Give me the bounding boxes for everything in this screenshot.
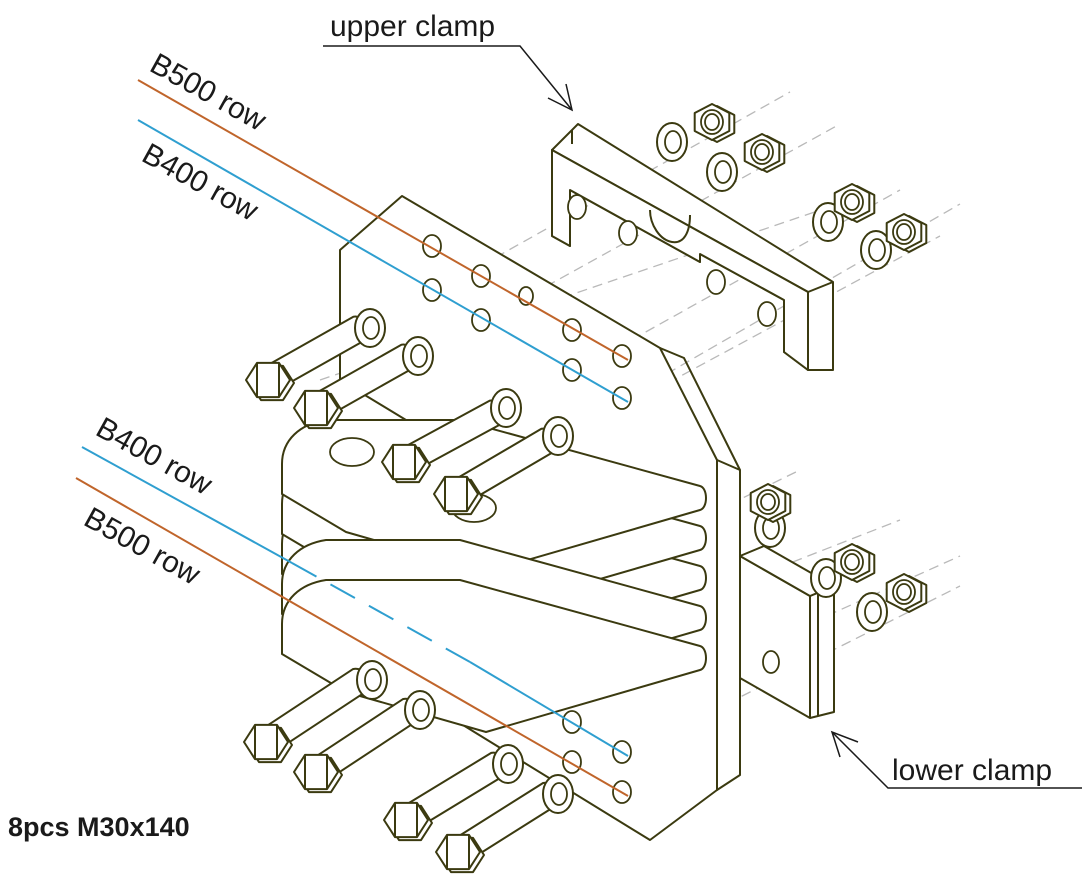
washer-icon — [706, 152, 738, 192]
hex-nut-icon — [833, 183, 876, 223]
hex-bolt-icon — [381, 399, 506, 484]
lower-clamp — [739, 545, 835, 719]
washer-icon — [656, 122, 688, 162]
washer-icon — [856, 592, 888, 632]
lamination-plates — [281, 419, 707, 733]
washer-icon — [354, 308, 386, 348]
hex-nut-icon — [743, 133, 786, 173]
lower-clamp-hole — [762, 650, 780, 674]
hex-nut-icon — [885, 213, 928, 253]
washer-icon — [492, 744, 524, 784]
b400-row-label-bottom: B400 row — [91, 411, 218, 501]
washer-icon — [356, 660, 388, 700]
washer-icon — [810, 558, 842, 598]
hex-bolt-icon — [245, 315, 370, 402]
washer-icon — [812, 202, 844, 242]
fastener-hardware — [243, 103, 928, 874]
hex-nut-icon — [749, 483, 792, 523]
upper-clamp-leader — [323, 45, 573, 111]
upper-clamp-hole — [706, 269, 726, 295]
upper-clamp-arrowhead — [547, 83, 574, 112]
lower-clamp-leader — [831, 731, 1082, 789]
hex-nut-icon — [885, 573, 928, 613]
washer-icon — [542, 416, 574, 456]
hex-nut-icon — [833, 543, 876, 583]
bolt-axis — [319, 199, 851, 381]
b500-row-label-top: B500 row — [145, 47, 272, 137]
b400-row-line-bottom-end — [469, 661, 629, 757]
upper-clamp-label: upper clamp — [330, 10, 495, 43]
leader-arrows — [323, 45, 1082, 789]
b400-row-line-bottom-dashed — [291, 562, 471, 663]
b500-row-line-top — [137, 79, 629, 361]
plate-hole — [562, 750, 582, 774]
lamination-hole — [329, 437, 375, 467]
b400-row-line-bottom — [81, 446, 293, 564]
hex-bolt-icon — [435, 781, 560, 874]
lower-clamp-arrowhead — [830, 730, 859, 758]
bolt-spec-label: 8pcs M30x140 — [8, 812, 190, 842]
upper-clamp-hole — [618, 220, 638, 246]
washer-icon — [542, 774, 574, 814]
upper-clamp — [551, 123, 834, 371]
plate-hole — [422, 234, 442, 258]
washer-icon — [860, 230, 892, 270]
hex-bolt-icon — [293, 343, 418, 430]
washer-icon — [490, 388, 522, 428]
washer-icon — [402, 336, 434, 376]
upper-clamp-hole — [567, 194, 587, 220]
reinforcement-rows — [75, 79, 629, 797]
b400-row-line-top — [137, 119, 629, 403]
plate-hole — [562, 318, 582, 342]
b500-row-line-bottom — [75, 477, 629, 797]
upper-clamp-hole — [757, 301, 777, 327]
b500-row-label-bottom: B500 row — [79, 501, 206, 591]
hex-nut-icon — [693, 103, 736, 143]
washer-icon — [404, 690, 436, 730]
lower-clamp-label: lower clamp — [892, 754, 1052, 787]
hex-bolt-icon — [293, 697, 420, 794]
